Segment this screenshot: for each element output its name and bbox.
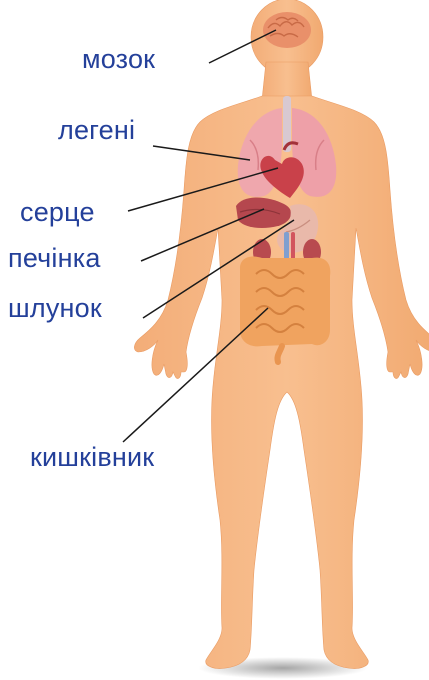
brain-organ (263, 12, 311, 48)
label-heart: серце (20, 197, 95, 227)
label-liver: печінка (8, 243, 101, 273)
label-intestine: кишківник (30, 442, 154, 472)
label-brain: мозок (82, 44, 155, 74)
label-stomach: шлунок (8, 293, 102, 323)
label-lungs: легені (58, 115, 135, 145)
